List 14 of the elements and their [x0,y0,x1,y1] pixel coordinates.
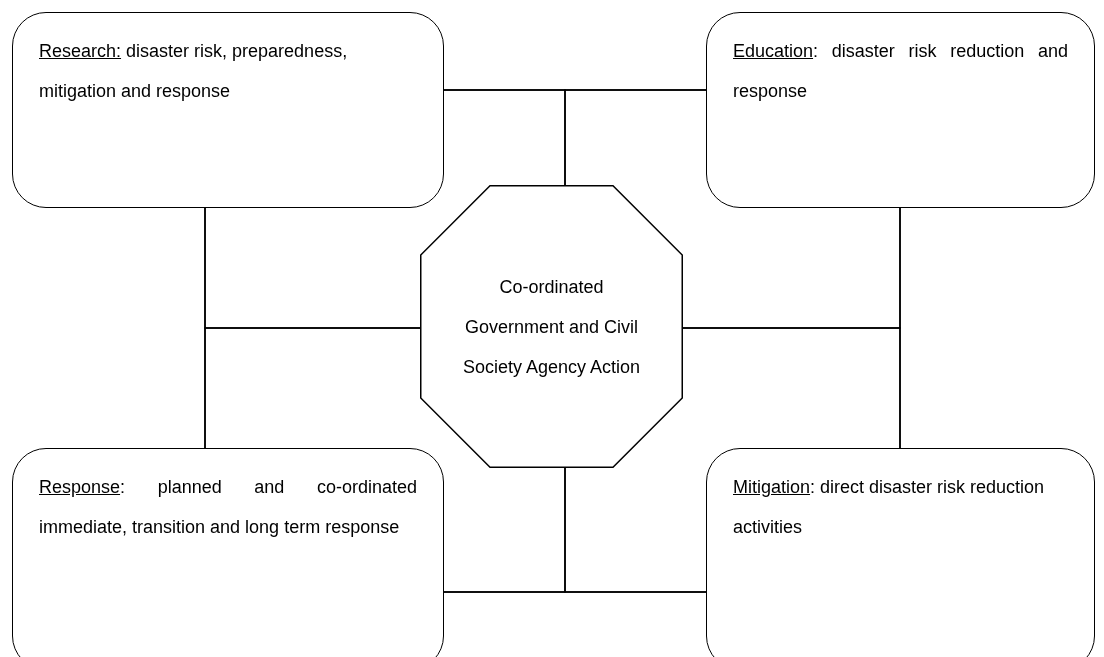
node-text: Mitigation: direct disaster risk reduction activities [733,476,1046,539]
rounded-box [12,448,444,657]
octagon-shape [420,185,683,468]
node-text: Education: disaster risk reduction and response [733,40,1068,103]
connector-line [682,327,901,449]
rounded-box [706,12,1095,208]
connector-line [564,89,707,186]
rounded-box [706,448,1095,657]
connector-line [564,467,707,593]
rounded-box [12,12,444,208]
connector-line [204,327,421,449]
node-text: Co-ordinated Government and Civil Society Agency Action [461,275,642,379]
node-text: Research: disaster risk, preparedness, mitigation and response [39,40,349,103]
node-text: Response: planned and co-ordinated immediate, transition and long term response [39,476,417,539]
